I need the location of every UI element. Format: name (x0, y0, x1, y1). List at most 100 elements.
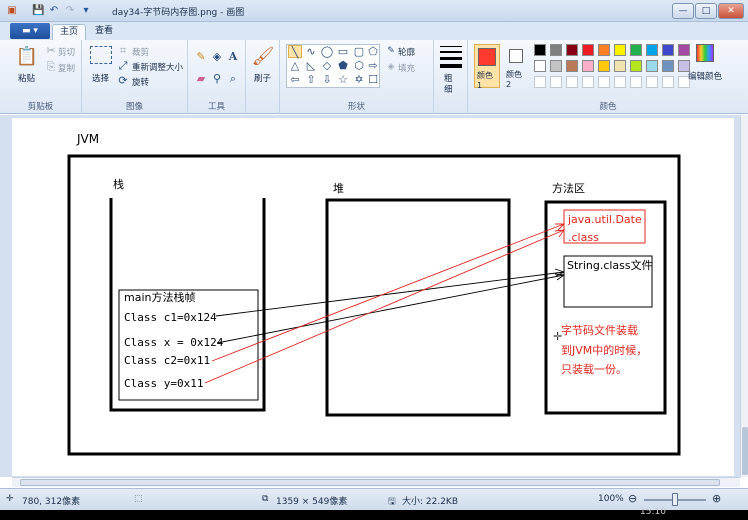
text-tool-icon[interactable]: A (228, 50, 238, 63)
palette-color-swatch[interactable] (678, 60, 690, 72)
triangle-shape-icon[interactable]: △ (290, 59, 300, 72)
palette-color-swatch[interactable] (598, 60, 610, 72)
resize-icon[interactable]: ⤢ (118, 59, 128, 72)
palette-color-swatch[interactable] (598, 44, 610, 56)
palette-color-swatch[interactable] (630, 60, 642, 72)
vertical-scroll-thumb[interactable] (742, 427, 748, 475)
brush-icon[interactable]: 🖌 (251, 46, 275, 67)
down-arrow-shape-icon[interactable]: ⇩ (322, 73, 332, 86)
palette-color-swatch[interactable] (550, 60, 562, 72)
file-menu-button[interactable]: ▬ ▾ (10, 23, 50, 39)
fill-icon[interactable]: ◈ (387, 62, 395, 72)
quick-access-dropdown-icon[interactable]: ▾ (83, 5, 89, 16)
magnifier-icon[interactable]: ⌕ (229, 72, 237, 85)
save-icon[interactable]: 💾 (32, 5, 45, 16)
zoom-in-button[interactable]: ⊕ (712, 492, 722, 505)
callout-shape-icon[interactable]: ☐ (368, 73, 378, 86)
line-shape-icon[interactable]: ╲ (288, 45, 302, 59)
diamond-shape-icon[interactable]: ◇ (322, 59, 332, 72)
brushes-group[interactable]: 🖌 刷子 (246, 40, 280, 114)
palette-color-swatch[interactable] (662, 44, 674, 56)
resize-button[interactable]: 重新调整大小 (132, 63, 184, 73)
curve-shape-icon[interactable]: ∿ (306, 45, 316, 58)
drawing-canvas[interactable]: JVM 栈 堆 方法区 main方法栈帧 Class c1=0x124 Clas… (12, 118, 734, 476)
left-arrow-shape-icon[interactable]: ⇦ (290, 73, 300, 86)
tab-view[interactable]: 查看 (94, 26, 113, 36)
horizontal-scrollbar[interactable] (12, 477, 740, 487)
edit-colors-icon[interactable] (696, 44, 714, 62)
hexagon-shape-icon[interactable]: ⬡ (354, 59, 364, 72)
cut-icon[interactable]: ✂ (46, 44, 56, 57)
redo-icon[interactable]: ↷ (65, 5, 75, 16)
palette-color-swatch[interactable] (646, 60, 658, 72)
palette-color-swatch[interactable] (614, 60, 626, 72)
star-shape-icon[interactable]: ☆ (338, 73, 348, 86)
palette-color-swatch[interactable] (582, 44, 594, 56)
minimize-button[interactable]: — (672, 3, 694, 19)
palette-color-swatch[interactable] (662, 60, 674, 72)
maximize-button[interactable]: □ (695, 3, 717, 19)
paste-button[interactable]: 粘贴 (18, 74, 36, 84)
color2-selector[interactable]: 颜色 2 (504, 44, 530, 89)
rectangle-shape-icon[interactable]: ▭ (337, 45, 349, 58)
palette-color-swatch[interactable] (550, 44, 562, 56)
outline-button[interactable]: 轮廓 (398, 48, 416, 58)
palette-color-swatch[interactable] (646, 44, 658, 56)
palette-color-swatch[interactable] (614, 44, 626, 56)
zoom-slider-thumb[interactable] (672, 493, 678, 506)
crop-icon[interactable]: ⌗ (119, 44, 127, 57)
custom-color-slot[interactable] (534, 76, 546, 88)
custom-color-slot[interactable] (550, 76, 562, 88)
custom-color-slot[interactable] (630, 76, 642, 88)
color1-selector[interactable]: 颜色 1 (474, 44, 500, 90)
color-picker-icon[interactable]: ⚲ (212, 72, 222, 85)
rotate-icon[interactable]: ⟳ (118, 74, 128, 87)
edit-colors-button[interactable]: 编辑颜色 (688, 72, 723, 82)
copy-icon[interactable]: ⎘ (46, 60, 56, 73)
close-button[interactable]: ✕ (718, 3, 744, 19)
palette-color-swatch[interactable] (534, 60, 546, 72)
custom-color-slot[interactable] (566, 76, 578, 88)
pentagon-shape-icon[interactable]: ⬟ (338, 59, 348, 72)
paint-app-icon[interactable]: ▣ (7, 5, 17, 16)
undo-icon[interactable]: ↶ (49, 5, 59, 16)
rounded-rectangle-shape-icon[interactable]: ▢ (353, 45, 365, 58)
size-group[interactable]: 粗细 (434, 40, 468, 114)
crop-button[interactable]: 裁剪 (132, 48, 150, 58)
brushes-button[interactable]: 刷子 (254, 74, 272, 84)
custom-color-slot[interactable] (614, 76, 626, 88)
rotate-button[interactable]: 旋转 (132, 78, 150, 88)
right-arrow-shape-icon[interactable]: ⇨ (368, 59, 378, 72)
copy-button[interactable]: 复制 (58, 64, 76, 74)
cut-button[interactable]: 剪切 (58, 48, 76, 58)
palette-color-swatch[interactable] (534, 44, 546, 56)
polygon-shape-icon[interactable]: ⬠ (368, 45, 378, 58)
horizontal-scroll-thumb[interactable] (20, 479, 720, 486)
custom-color-slot[interactable] (646, 76, 658, 88)
up-arrow-shape-icon[interactable]: ⇧ (306, 73, 316, 86)
six-point-star-shape-icon[interactable]: ✡ (354, 73, 364, 86)
outline-icon[interactable]: ✎ (387, 46, 395, 56)
palette-color-swatch[interactable] (566, 44, 578, 56)
custom-color-slot[interactable] (678, 76, 690, 88)
zoom-out-button[interactable]: ⊖ (628, 492, 638, 505)
right-triangle-shape-icon[interactable]: ◺ (306, 59, 316, 72)
custom-color-slot[interactable] (598, 76, 610, 88)
eraser-icon[interactable]: ▰ (196, 72, 206, 85)
palette-color-swatch[interactable] (582, 60, 594, 72)
fill-bucket-icon[interactable]: ◈ (212, 50, 222, 63)
tab-home[interactable]: 主页 (52, 24, 86, 40)
fill-button[interactable]: 填充 (398, 64, 416, 74)
palette-color-swatch[interactable] (630, 44, 642, 56)
select-icon[interactable] (90, 46, 112, 64)
palette-color-swatch[interactable] (678, 44, 690, 56)
palette-color-swatch[interactable] (566, 60, 578, 72)
select-button[interactable]: 选择 (92, 74, 110, 84)
oval-shape-icon[interactable]: ◯ (320, 45, 334, 58)
custom-color-slot[interactable] (582, 76, 594, 88)
paste-icon[interactable]: 📋 (15, 46, 39, 67)
pencil-icon[interactable]: ✎ (196, 50, 206, 63)
size-button[interactable]: 粗细 (444, 74, 453, 95)
vertical-scrollbar[interactable] (740, 115, 748, 477)
custom-color-slot[interactable] (662, 76, 674, 88)
